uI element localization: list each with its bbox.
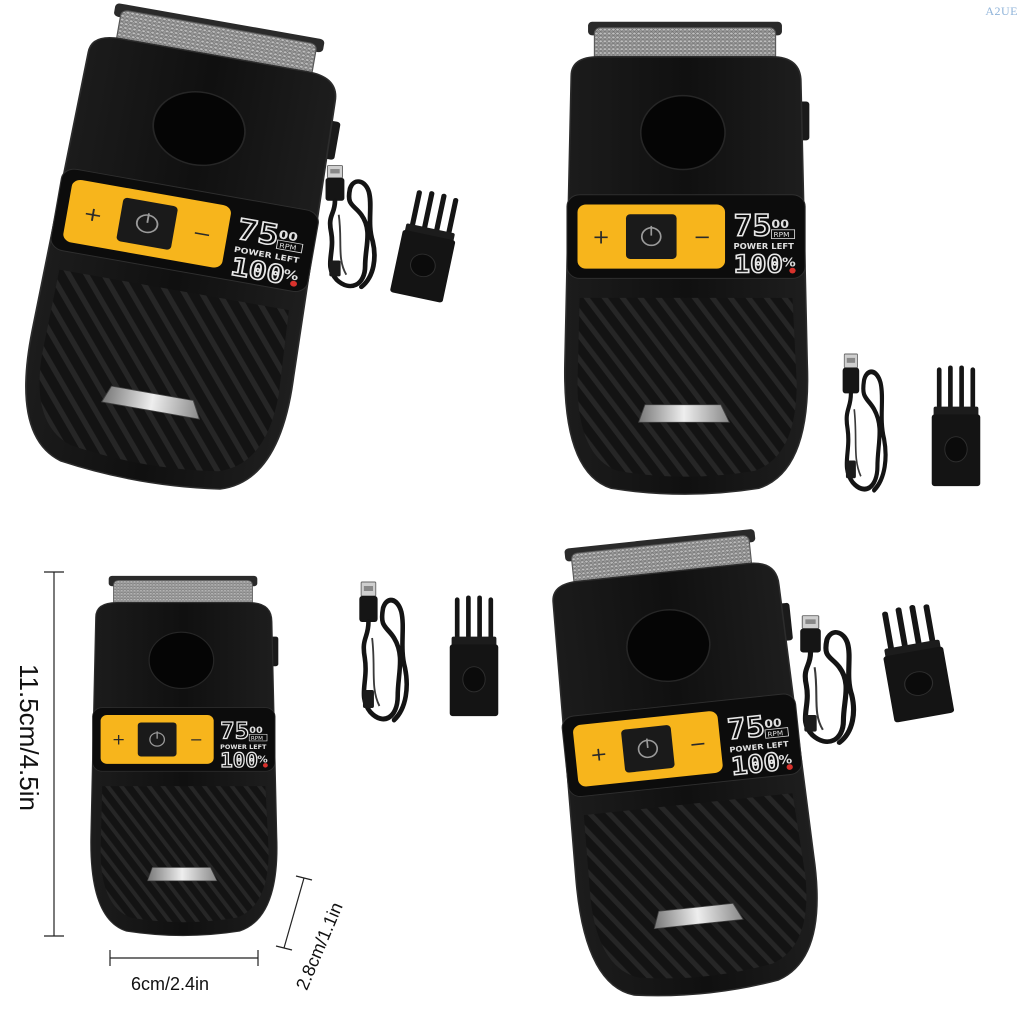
plus-button[interactable]: + [112, 731, 126, 748]
minus-button[interactable]: − [688, 732, 708, 756]
ribbed-grip [577, 297, 797, 477]
brush-top-left [385, 185, 469, 307]
power-button[interactable] [137, 722, 177, 757]
svg-text:100: 100 [730, 748, 781, 781]
svg-text:RPM: RPM [279, 241, 298, 252]
cleaning-brush [931, 365, 981, 487]
cable-bottom-right [792, 612, 864, 750]
svg-text:%: % [782, 256, 796, 270]
svg-text:POWER LEFT: POWER LEFT [220, 744, 267, 751]
height-dimension-label: 11.5cm/4.5in [14, 664, 44, 811]
minus-button[interactable]: − [189, 731, 203, 748]
lcd-display: 75 00 RPM POWER LEFT 100 % [733, 209, 796, 280]
lcd-display: 75 00 RPM POWER LEFT 100 % [725, 709, 793, 782]
shaver-bottom-right: + − 75 00 RPM POWER LEFT 100 % [524, 517, 842, 1013]
ribbed-grip [39, 269, 289, 472]
chrome-badge [638, 404, 730, 423]
svg-text:%: % [282, 267, 300, 284]
minus-button[interactable]: − [190, 221, 213, 247]
usb-cable [359, 581, 409, 723]
usb-cable [842, 353, 888, 493]
svg-text:RPM: RPM [251, 736, 264, 742]
brush-bottom-left [446, 594, 502, 720]
svg-text:%: % [257, 755, 268, 766]
svg-text:75: 75 [726, 710, 767, 747]
svg-text:%: % [778, 753, 793, 769]
lcd-display: 75 00 RPM POWER LEFT 100 % [220, 718, 268, 772]
thumb-recess [626, 609, 711, 683]
svg-text:00: 00 [249, 725, 263, 736]
thumb-recess [152, 91, 246, 167]
plus-button[interactable]: + [592, 225, 610, 248]
power-button[interactable] [625, 214, 677, 259]
plus-button[interactable]: + [589, 743, 609, 767]
cleaning-brush [449, 595, 499, 717]
cleaning-brush [390, 190, 459, 303]
ribbed-grip [583, 793, 807, 979]
svg-text:POWER LEFT: POWER LEFT [733, 242, 794, 252]
brush-top-right [928, 364, 984, 490]
cable-bottom-left [352, 578, 416, 728]
shaver-body: + − 75 00 RPM POWER LEFT 100 % [25, 3, 341, 490]
depth-dimension-label: 2.8cm/1.1in [292, 899, 347, 993]
thumb-recess [148, 631, 215, 689]
shaver-top-right: + − 75 00 RPM POWER LEFT 100 % [548, 14, 822, 500]
usb-cable [325, 165, 377, 290]
power-button[interactable] [621, 725, 675, 773]
watermark-text: A2UE [985, 4, 1018, 18]
usb-cable [800, 615, 857, 745]
chrome-badge [100, 385, 201, 420]
shaver-body: + − 75 00 RPM POWER LEFT 100 % [90, 575, 279, 937]
plus-button[interactable]: + [81, 202, 104, 228]
width-dimension-label: 6cm/2.4in [131, 974, 210, 994]
brush-bottom-right [870, 599, 959, 727]
ribbed-grip [100, 786, 269, 923]
svg-text:100: 100 [220, 749, 258, 772]
shaver-bottom-left: + − 75 00 RPM POWER LEFT 100 % [78, 570, 288, 940]
svg-text:RPM: RPM [774, 230, 790, 239]
power-button[interactable] [116, 197, 178, 250]
thumb-recess [639, 94, 726, 171]
svg-text:75: 75 [733, 210, 771, 244]
shaver-top-left: + − 75 00 RPM POWER LEFT 100 % [0, 0, 369, 512]
minus-button[interactable]: − [693, 225, 711, 248]
shaver-body: + − 75 00 RPM POWER LEFT 100 % [564, 21, 810, 495]
svg-text:00: 00 [771, 217, 789, 230]
svg-text:75: 75 [220, 719, 249, 745]
chrome-badge [147, 867, 218, 882]
cleaning-brush [882, 604, 955, 723]
cable-top-right [836, 350, 894, 498]
lcd-display: 75 00 RPM POWER LEFT 100 % [228, 211, 304, 291]
cable-top-left [318, 162, 384, 294]
svg-text:100: 100 [733, 250, 782, 279]
chrome-badge [653, 903, 744, 930]
svg-text:RPM: RPM [767, 729, 783, 738]
shaver-body: + − 75 00 RPM POWER LEFT 100 % [552, 529, 818, 997]
svg-text:75: 75 [235, 212, 282, 253]
svg-text:00: 00 [764, 716, 783, 731]
